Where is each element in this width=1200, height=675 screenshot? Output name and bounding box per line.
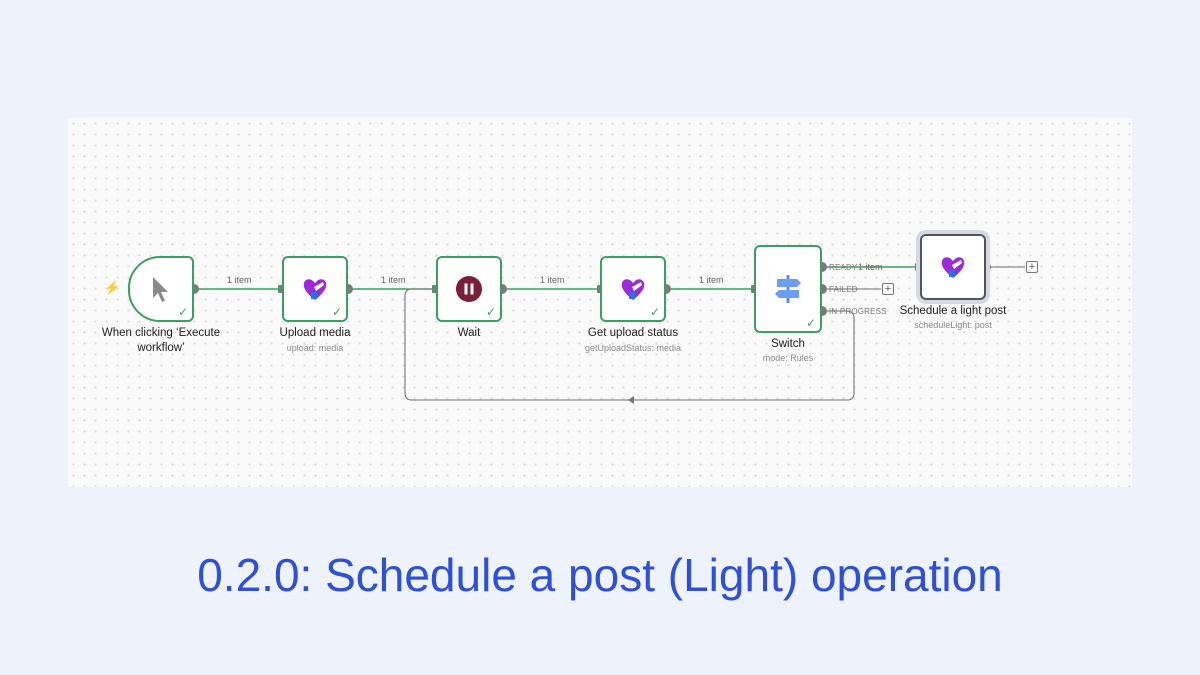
edge-item-count: 1 item <box>227 275 252 285</box>
edge-item-count: 1 item <box>699 275 724 285</box>
edge-item-count: 1 item <box>858 262 883 272</box>
node-wait[interactable]: ✓ <box>436 256 502 322</box>
success-check-icon: ✓ <box>177 305 188 319</box>
workflow-canvas[interactable]: 1 item 1 item 1 item 1 item 1 item READY… <box>68 118 1132 487</box>
edge-item-count: 1 item <box>381 275 406 285</box>
switch-output-failed: FAILED <box>829 285 858 294</box>
add-node-after-schedule-button[interactable]: + <box>1026 261 1038 273</box>
switch-output-in-progress: IN PROGRESS <box>829 307 887 316</box>
node-upload-media-label: Upload media <box>279 327 351 339</box>
node-manual-trigger[interactable]: ✓ <box>128 256 194 322</box>
node-switch-subtitle: mode: Rules <box>762 353 814 363</box>
node-upload-media[interactable]: ✓ <box>282 256 348 322</box>
node-schedule-light-post-subtitle: scheduleLight: post <box>914 320 992 330</box>
heart-app-icon <box>303 279 327 300</box>
node-switch[interactable]: ✓ <box>754 245 822 333</box>
pause-icon <box>456 276 482 302</box>
add-node-failed-button[interactable]: + <box>882 283 894 295</box>
success-check-icon: ✓ <box>805 316 816 330</box>
heart-app-icon <box>621 279 645 300</box>
signpost-icon <box>775 275 801 303</box>
node-manual-trigger-label: When clicking ‘Execute workflow’ <box>101 327 221 354</box>
success-check-icon: ✓ <box>649 305 660 319</box>
node-wait-label: Wait <box>457 327 481 339</box>
node-upload-media-subtitle: upload: media <box>286 343 344 353</box>
node-get-upload-status-label: Get upload status <box>587 327 679 339</box>
cursor-icon <box>153 277 168 302</box>
success-check-icon: ✓ <box>485 305 496 319</box>
edge-item-count: 1 item <box>540 275 565 285</box>
node-switch-label: Switch <box>771 338 805 350</box>
trigger-bolt-icon: ⚡ <box>104 280 121 295</box>
switch-output-ready: READY <box>829 263 858 272</box>
heart-app-icon <box>941 257 965 278</box>
node-schedule-light-post[interactable] <box>920 234 986 300</box>
node-schedule-light-post-label: Schedule a light post <box>899 305 1007 317</box>
success-check-icon: ✓ <box>331 305 342 319</box>
node-get-upload-status-subtitle: getUploadStatus: media <box>584 343 682 353</box>
node-get-upload-status[interactable]: ✓ <box>600 256 666 322</box>
page-title: 0.2.0: Schedule a post (Light) operation <box>197 549 1003 601</box>
